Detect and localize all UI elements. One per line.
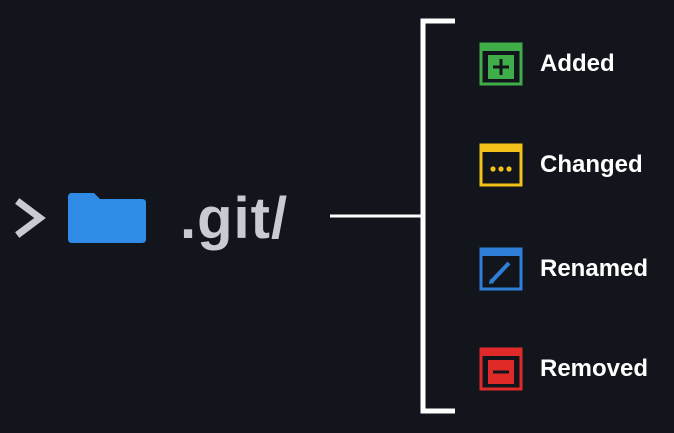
status-changed: Changed [479, 143, 643, 187]
add-square-icon [479, 42, 523, 86]
pencil-square-icon [479, 247, 523, 291]
folder-icon [68, 193, 146, 243]
status-label-renamed: Renamed [540, 255, 649, 282]
status-label-removed: Removed [540, 355, 649, 382]
status-renamed: Renamed [479, 247, 648, 291]
status-removed: Removed [479, 347, 648, 391]
chevron-right-icon [15, 198, 46, 238]
status-added: Added [479, 42, 615, 86]
status-label-added: Added [540, 50, 615, 77]
git-folder-label: .git/ [180, 186, 289, 251]
ellipsis-square-icon [479, 143, 523, 187]
status-label-changed: Changed [540, 151, 643, 178]
minus-square-icon [479, 347, 523, 391]
